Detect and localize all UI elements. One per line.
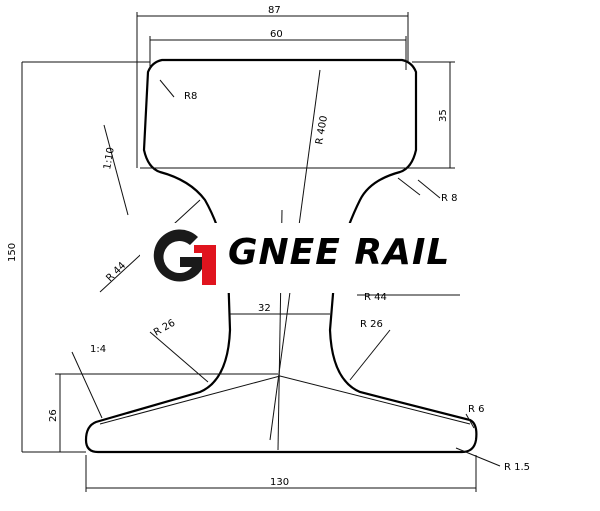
dim-head-underside-radius: R 8 bbox=[441, 193, 458, 204]
dim-crown-radius: R 400 bbox=[314, 115, 330, 146]
dim-web-thickness: 32 bbox=[258, 303, 271, 314]
dim-base-edge-radius: R 1.5 bbox=[504, 462, 530, 473]
dimension-lines bbox=[21, 12, 501, 492]
dim-head-slope: 1:10 bbox=[102, 146, 117, 170]
brand-name: GNEE RAIL bbox=[228, 232, 451, 273]
dim-web-base-radius-right: R 26 bbox=[360, 319, 383, 330]
dim-base-slope: 1:4 bbox=[90, 344, 106, 355]
dim-base-tip-radius: R 6 bbox=[468, 404, 485, 415]
dim-total-height: 150 bbox=[7, 243, 18, 262]
dim-head-corner-radius: R8 bbox=[184, 91, 197, 102]
dim-fillet-radius-right: R 44 bbox=[364, 292, 387, 303]
dim-top-width-overall: 87 bbox=[268, 5, 281, 16]
gnee-logo-mark-icon bbox=[153, 229, 216, 285]
dim-base-height: 26 bbox=[48, 409, 59, 422]
dim-fillet-radius-left: R 44 bbox=[104, 260, 128, 284]
dim-web-base-radius-left: R 26 bbox=[152, 318, 177, 339]
dim-base-width: 130 bbox=[270, 477, 289, 488]
dim-head-width: 60 bbox=[270, 29, 283, 40]
dim-head-height: 35 bbox=[438, 109, 449, 122]
